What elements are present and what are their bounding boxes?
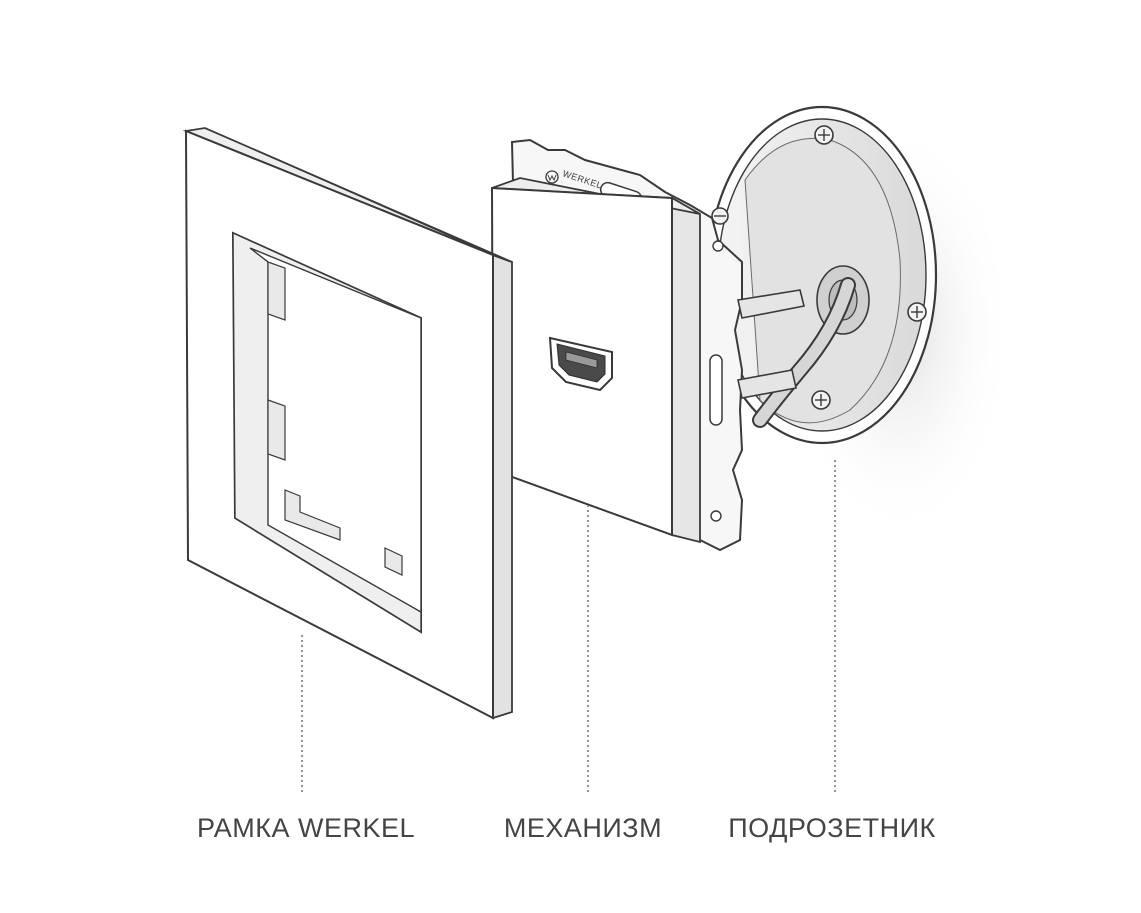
- frame-side: [492, 253, 513, 720]
- screw-icon: [811, 390, 831, 410]
- frame-latch: [267, 261, 286, 321]
- wall-box-group: [706, 105, 1015, 540]
- plate-hole: [710, 510, 722, 522]
- claw-top: [737, 289, 805, 319]
- frame-back-step: [204, 127, 501, 259]
- plate-hole: [712, 240, 724, 252]
- screw-icon: [814, 125, 834, 145]
- screw-icon: [907, 302, 927, 322]
- mechanism-label: МЕХАНИЗМ: [503, 813, 663, 843]
- mechanism-side: [671, 196, 701, 544]
- frame-latch: [384, 547, 403, 576]
- frame-label: РАМКА WERKEL: [197, 813, 415, 843]
- frame-latch: [284, 489, 341, 541]
- werkel-logo-icon: [545, 170, 559, 184]
- frame-group: [182, 127, 513, 720]
- claw-bottom: [737, 369, 797, 399]
- frame-latch: [267, 399, 286, 461]
- plate-slot: [709, 354, 723, 426]
- wall-box-label: ПОДРОЗЕТНИК: [728, 813, 936, 843]
- mechanism-group: WERKEL: [490, 138, 805, 552]
- screw-icon: [711, 207, 729, 225]
- hdmi-port-icon: [548, 336, 613, 392]
